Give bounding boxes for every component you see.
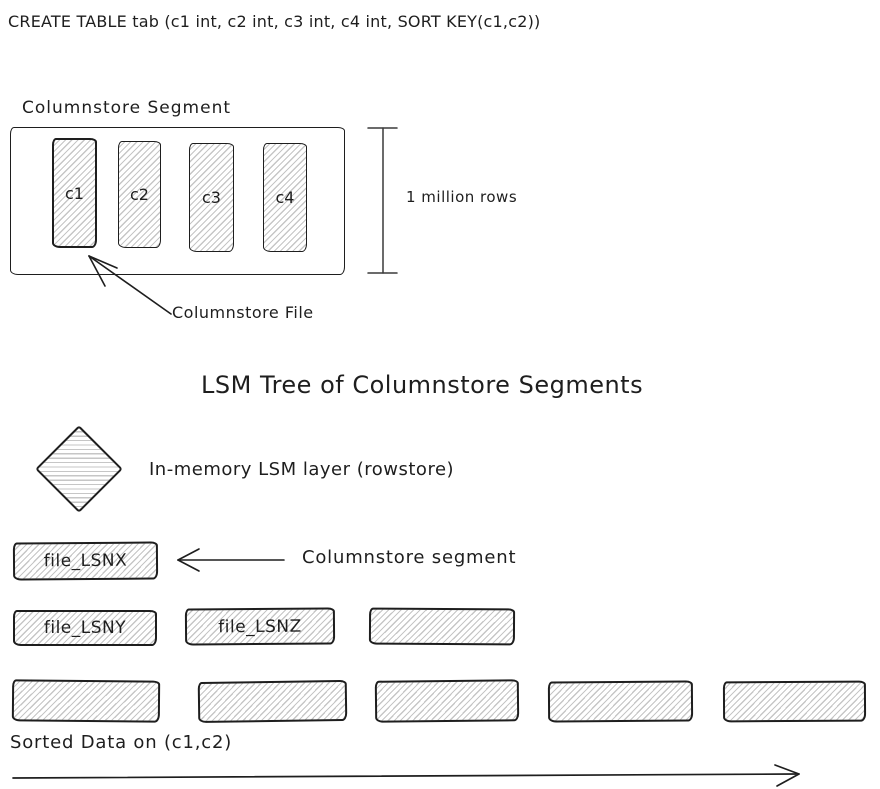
- in-memory-lsm-diamond: [35, 425, 123, 513]
- row-count-bracket: [367, 127, 398, 274]
- segment-file-lsnz-label: file_LSNZ: [218, 616, 302, 637]
- lsm-tree-title: LSM Tree of Columnstore Segments: [201, 371, 644, 399]
- columnstore-segment-arrow: [177, 548, 285, 572]
- in-memory-lsm-label: In-memory LSM layer (rowstore): [149, 459, 455, 480]
- create-table-statement: CREATE TABLE tab (c1 int, c2 int, c3 int…: [8, 12, 541, 31]
- segment-box-unlabeled-5: [547, 680, 694, 723]
- column-file-c3: c3: [189, 143, 234, 252]
- segment-file-lsny-label: file_LSNY: [43, 618, 127, 638]
- column-file-c1: c1: [52, 138, 97, 248]
- column-file-c2: c2: [118, 141, 161, 248]
- column-c3-label: c3: [202, 188, 221, 207]
- segment-box-unlabeled-4: [374, 679, 520, 723]
- segment-box-unlabeled-1: [368, 607, 516, 646]
- segment-file-lsnz: file_LSNZ: [184, 607, 336, 646]
- column-file-c4: c4: [263, 143, 307, 252]
- column-c2-label: c2: [130, 185, 149, 204]
- segment-box-unlabeled-2: [11, 679, 161, 723]
- row-count-label: 1 million rows: [406, 188, 518, 206]
- columnstore-segment-pointer-label: Columnstore segment: [302, 547, 517, 568]
- segment-file-lsnx: file_LSNX: [12, 541, 159, 581]
- column-c4-label: c4: [275, 188, 295, 207]
- segment-file-lsny: file_LSNY: [13, 610, 157, 646]
- columnstore-file-label: Columnstore File: [172, 303, 314, 322]
- columnstore-segment-label: Columnstore Segment: [22, 98, 232, 118]
- sort-order-arrow: [12, 764, 800, 787]
- segment-file-lsnx-label: file_LSNX: [43, 550, 128, 572]
- segment-box-unlabeled-6: [722, 680, 867, 723]
- column-c1-label: c1: [65, 183, 84, 203]
- segment-box-unlabeled-3: [197, 679, 348, 724]
- sorted-data-label: Sorted Data on (c1,c2): [10, 732, 233, 753]
